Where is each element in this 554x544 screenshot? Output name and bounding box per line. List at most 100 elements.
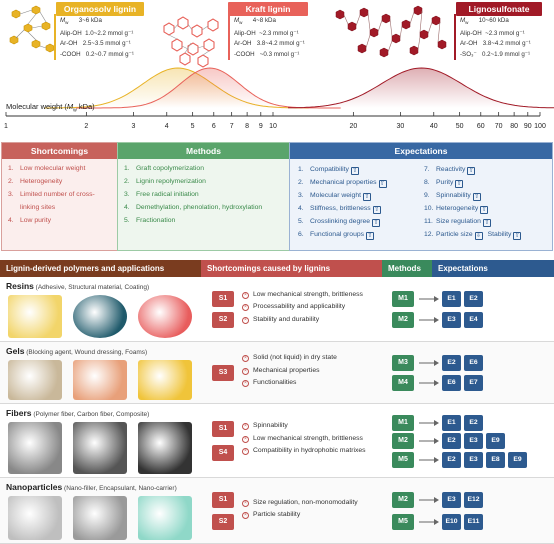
application-image [73, 360, 127, 400]
method-badge: M5 [392, 514, 414, 530]
methods-title: Methods [118, 143, 289, 159]
list-number: 5. [298, 218, 304, 225]
expectation-badge: E6 [442, 375, 461, 392]
list-number: 6. [298, 231, 304, 238]
list-text: Molecular weight [310, 192, 361, 199]
application-image [8, 422, 62, 474]
list-item: 1.Compatibility⇧ [298, 163, 387, 176]
table-row: Resins (Adhesive, Structural material, C… [0, 277, 554, 342]
axis-tick-label: 80 [510, 123, 518, 130]
expectations-box: Expectations 1.Compatibility⇧ 2. Mechanica… [289, 142, 553, 251]
list-text: Compatibility [310, 166, 349, 173]
axis-tick-label: 50 [456, 123, 464, 130]
method-badge: M2 [392, 433, 414, 449]
increase-arrow-icon: ⇧ [513, 232, 522, 240]
method-badge: M1 [392, 414, 414, 431]
list-text: Free radical initiation [136, 191, 199, 198]
shortcoming-text: ×Processability and applicability [242, 303, 345, 312]
arrow-right-icon [419, 419, 439, 426]
expectations-title: Expectations [290, 143, 552, 159]
shortcoming-text: ×Size regulation, non-monomodality [242, 499, 358, 507]
distribution-fill [288, 68, 554, 108]
list-text: Reactivity [436, 166, 466, 173]
arrow-right-icon [419, 456, 439, 463]
list-number: 2. [298, 179, 304, 186]
axis-tick-label: 10 [269, 123, 277, 130]
arrow-right-icon [419, 438, 439, 444]
expectation-badge: E11 [464, 514, 483, 530]
increase-arrow-icon: ⇧ [350, 167, 359, 175]
axis-tick-label: 1 [4, 123, 8, 130]
list-number: 3. [8, 191, 14, 198]
lignin-title-lignosulfonate: Lignosulfonate [456, 2, 542, 16]
mw-distribution-curves [44, 67, 554, 109]
list-number: 7. [424, 166, 430, 173]
method-badge: M2 [392, 312, 414, 329]
application-image [8, 360, 62, 400]
shortcoming-badge: S1 [212, 492, 234, 508]
axis-tick-label: 3 [131, 123, 135, 130]
increase-arrow-icon: ⇧ [372, 206, 381, 214]
list-number: 12. [424, 231, 434, 238]
list-text: Fractionation [136, 217, 176, 224]
list-number: 10. [424, 205, 434, 212]
list-number: 3. [124, 191, 130, 198]
increase-arrow-icon: ⇧ [363, 193, 371, 201]
axis-tick-label: 5 [191, 123, 195, 130]
list-text: linking sites [20, 204, 56, 211]
list-text: Purity [436, 179, 454, 186]
table-header-methods: Methods [382, 260, 432, 277]
list-text: Stiffness, brittleness [310, 205, 371, 212]
lignosulfonate-structure-icon [335, 5, 447, 58]
arrow-right-icon [419, 359, 439, 366]
list-item: 12.Particle size⇩Stability⇧ [424, 228, 522, 241]
list-number: 2. [8, 178, 14, 185]
table-row: Gels (Blocking agent, Wound dressing, Fo… [0, 342, 554, 404]
expectation-badge: E7 [464, 375, 483, 392]
list-item: 7.Reactivity⇧ [424, 163, 521, 176]
list-text: Mechanical properties [310, 179, 377, 186]
list-number: 1. [8, 165, 14, 172]
cross-icon: × [242, 499, 249, 507]
axis-tick-label: 7 [230, 123, 234, 130]
row-title: Resins (Adhesive, Structural material, C… [6, 281, 150, 291]
list-item: 3. Free radical initiation [124, 188, 289, 201]
cross-icon: × [242, 380, 249, 388]
list-item: 1.Graft copolymerization [124, 162, 289, 175]
cross-icon: × [242, 316, 249, 324]
expectation-badge: E3 [464, 451, 483, 468]
list-number: 4. [298, 205, 304, 212]
list-item: 10.Heterogeneity⇧ [424, 202, 521, 215]
distribution-fill [76, 68, 341, 108]
lignin-props-kraft: Mw 4~8 kDa Alip-OH ~2.3 mmol g⁻¹ Ar-OH 3… [234, 17, 305, 58]
application-image [138, 496, 192, 540]
list-text: Crosslinking degree [310, 218, 371, 225]
expectation-badge: E9 [486, 433, 505, 449]
arrow-right-icon [419, 295, 439, 302]
expectation-badge: E2 [464, 414, 483, 431]
increase-arrow-icon: ⇧ [455, 180, 464, 188]
expectations-list-left: 1.Compatibility⇧ 2. Mechanical properties ⇧… [292, 160, 387, 241]
list-text: Low molecular weight [20, 165, 86, 172]
axis-tick-label: 2 [84, 123, 88, 130]
list-number: 4. [124, 204, 130, 211]
increase-arrow-icon: ⇧ [480, 206, 489, 214]
application-image [138, 422, 192, 474]
list-text: Stability [487, 231, 512, 238]
list-text: Limited number of cross- [20, 191, 95, 198]
list-item: 2.Mechanical properties⇧ [298, 176, 387, 189]
cross-icon: × [242, 291, 249, 299]
axis-tick-label: 4 [165, 123, 169, 130]
table-header-expectations: Expectations [432, 260, 554, 277]
list-item: 5.Fractionation [124, 214, 289, 227]
list-text: Particle size [436, 231, 473, 238]
list-item: 9.Spinnability⇧ [424, 189, 521, 202]
shortcoming-text: ×Stability and durability [242, 316, 319, 324]
arrow-right-icon [419, 380, 439, 387]
cross-icon: × [242, 512, 249, 519]
arrow-right-icon [419, 317, 439, 324]
increase-arrow-icon: ⇧ [482, 219, 491, 227]
